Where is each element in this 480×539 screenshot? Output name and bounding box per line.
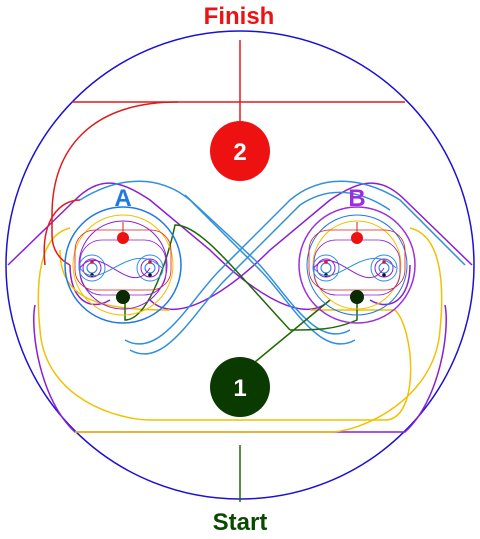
group-b-black-terminal — [350, 290, 364, 304]
finish-label: Finish — [204, 3, 275, 30]
group-a-coil-right — [136, 254, 164, 282]
group-a-black-terminal — [116, 290, 130, 304]
finish-node: 2 — [210, 121, 270, 181]
group-a-label: A — [114, 185, 131, 212]
group-b-coil-right — [370, 254, 398, 282]
start-node-number: 1 — [233, 375, 246, 402]
group-b: B — [298, 185, 416, 324]
start-label: Start — [213, 509, 268, 536]
green-path — [124, 224, 358, 502]
group-a-coil-left — [78, 254, 106, 282]
red-path — [43, 40, 405, 266]
group-a-ring — [64, 206, 182, 324]
start-node: 1 — [210, 357, 270, 417]
group-b-ring — [298, 206, 416, 324]
group-a: A — [64, 185, 182, 324]
group-b-coil-left — [312, 254, 340, 282]
finish-node-number: 2 — [233, 139, 246, 166]
lightblue-path — [79, 180, 466, 355]
yellow-path — [37, 227, 443, 433]
group-b-label: B — [348, 185, 365, 212]
